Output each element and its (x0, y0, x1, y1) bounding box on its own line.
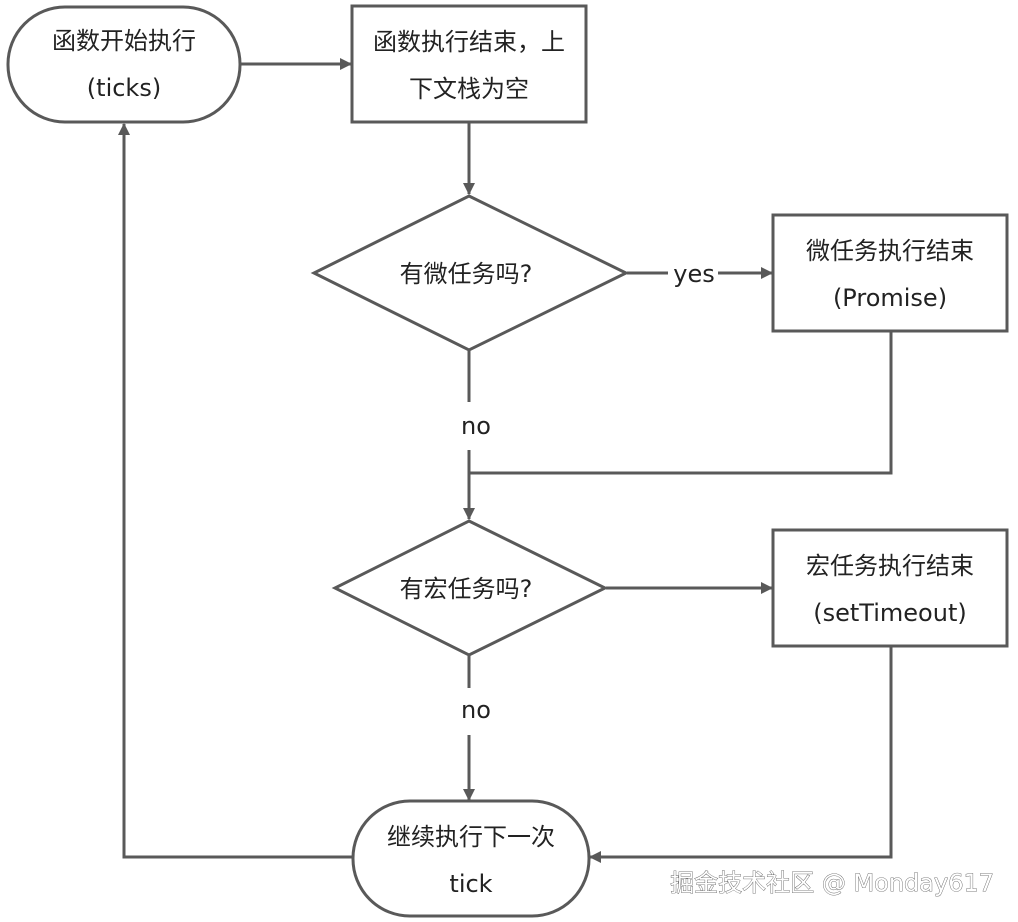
stack-empty-label-line1: 函数执行结束，上 (373, 28, 565, 56)
start-label-line2: (ticks) (87, 74, 161, 102)
next-tick-terminal (351, 799, 591, 918)
edges (118, 58, 893, 863)
nodes (6, 4, 1009, 918)
edge-label-yes: yes (673, 260, 714, 288)
macro-done-process (771, 528, 1009, 648)
next-tick-label-line1: 继续执行下一次 (387, 823, 555, 851)
edge-labels: yes no no (461, 260, 715, 724)
start-terminal (6, 5, 242, 124)
has-macro-label: 有宏任务吗? (400, 575, 533, 603)
edge-next-tick-to-start (118, 123, 352, 859)
start-label-line1: 函数开始执行 (52, 27, 196, 55)
edge-label-micro-no: no (461, 412, 491, 440)
has-micro-label: 有微任务吗? (400, 260, 533, 288)
micro-done-label-line1: 微任务执行结束 (806, 237, 974, 265)
micro-done-process (771, 213, 1009, 333)
has-macro-decision (331, 519, 609, 657)
node-texts: 函数开始执行 (ticks) 函数执行结束，上 下文栈为空 有微任务吗? 微任务… (52, 27, 974, 898)
watermark: 掘金技术社区 @ Monday617 (670, 869, 994, 897)
has-micro-decision (310, 194, 630, 352)
macro-done-label-line1: 宏任务执行结束 (806, 552, 974, 580)
edge-macro-done-to-next-tick (589, 646, 893, 863)
stack-empty-process (350, 4, 588, 124)
stack-empty-label-line2: 下文栈为空 (409, 75, 529, 103)
next-tick-label-line2: tick (449, 870, 492, 898)
macro-done-label-line2: (setTimeout) (813, 599, 966, 627)
edge-label-macro-no: no (461, 696, 491, 724)
micro-done-label-line2: (Promise) (833, 284, 947, 312)
edge-micro-done-to-has-macro (469, 331, 893, 475)
